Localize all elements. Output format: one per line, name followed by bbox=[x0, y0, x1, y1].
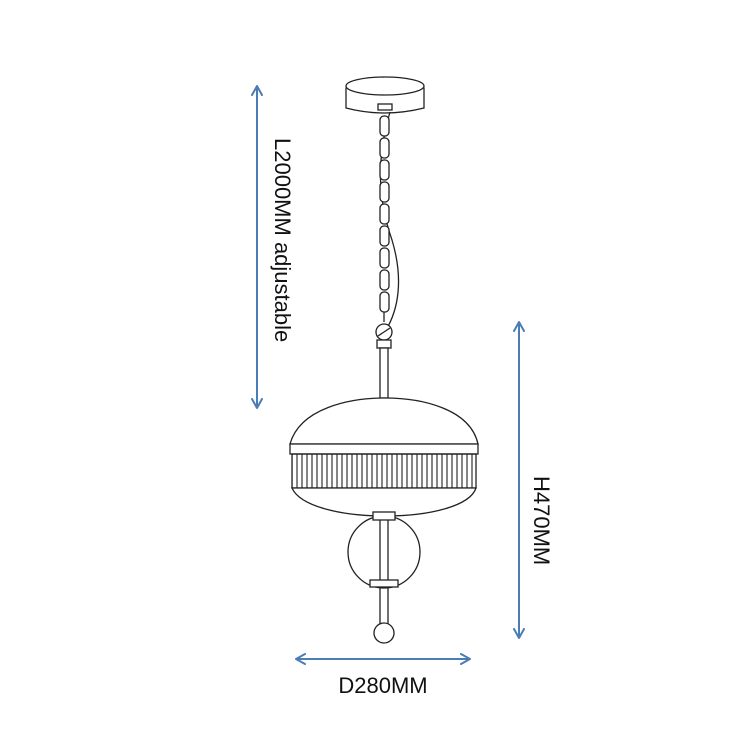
finial-ball bbox=[373, 622, 395, 644]
ribbed-band bbox=[291, 453, 477, 489]
glass-globe bbox=[347, 511, 421, 589]
diameter-label: D280MM bbox=[338, 673, 427, 698]
hook-ring bbox=[375, 323, 393, 341]
lower-rod bbox=[379, 515, 389, 627]
suspension-chain bbox=[379, 115, 390, 322]
chain-length-label: L2000MM adjustable bbox=[270, 138, 295, 342]
diameter-dimension: D280MM bbox=[295, 653, 471, 698]
ceiling-canopy bbox=[345, 76, 425, 114]
lamp-shade bbox=[289, 397, 479, 517]
top-rod bbox=[376, 339, 392, 399]
chain-length-dimension: L2000MM adjustable bbox=[251, 85, 295, 409]
height-label: H470MM bbox=[529, 476, 554, 565]
height-dimension: H470MM bbox=[513, 321, 554, 639]
